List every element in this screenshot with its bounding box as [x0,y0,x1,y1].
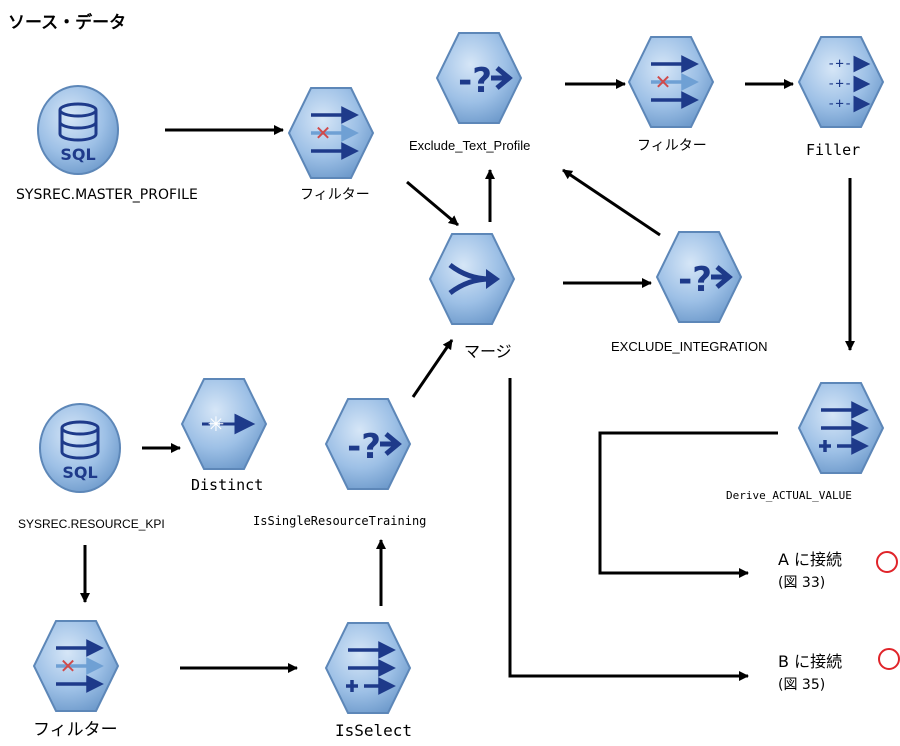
node-label-filter-mid: フィルター [637,138,707,154]
filter-icon: ✕ [32,620,120,712]
filter-icon: ✕ [627,36,715,128]
diagram-title: ソース・データ [8,13,127,33]
node-label-derive-actual: Derive_ACTUAL_VALUE [726,489,852,502]
svg-text:✕: ✕ [315,121,332,145]
sql-database-icon: SQL [39,403,121,493]
node-exclude-text[interactable]: -? [435,30,523,126]
merge-icon [428,233,516,325]
node-filter-mid[interactable]: ✕ [627,34,715,130]
distinct-icon: ✳ [180,378,268,470]
node-exclude-integration[interactable]: -? [655,229,743,325]
derive-icon [324,622,412,714]
derive-icon [797,382,885,474]
node-is-select[interactable] [324,620,412,716]
svg-text:-+-: -+- [827,56,852,72]
sql-database-icon: SQL [37,85,119,175]
node-label-distinct: Distinct [191,476,264,494]
svg-text:✳: ✳ [208,412,225,436]
node-filter-bottom[interactable]: ✕ [32,618,120,714]
node-filler[interactable]: -+- -+- -+- [797,34,885,130]
select-discard-icon: -? [435,32,523,124]
node-sql-resource[interactable]: SQL [36,400,124,496]
arrow-merge-to-b [508,378,749,681]
connector-b: B に接続 (図 35) [778,651,842,696]
connector-b-ref: (図 35) [778,677,826,693]
connector-a: A に接続 (図 33) [778,549,842,594]
connector-a-circle-icon [876,551,898,573]
node-filter-top[interactable]: ✕ [287,85,375,181]
node-label-sql-master: SYSREC.MASTER_PROFILE [16,187,198,203]
node-label-is-single: IsSingleResourceTraining [253,514,427,528]
arrow-filter-to-merge [406,180,459,227]
svg-text:-?: -? [678,260,712,300]
svg-text:SQL: SQL [62,463,97,482]
svg-text:-+-: -+- [827,76,852,92]
svg-text:-?: -? [347,427,381,467]
connector-b-circle-icon [878,648,900,670]
connector-a-label: A に接続 [778,550,843,569]
svg-text:✕: ✕ [60,654,77,678]
node-derive-actual[interactable] [797,380,885,476]
arrow-derive-to-a [598,431,778,578]
node-label-exclude-text: Exclude_Text_Profile [409,138,531,153]
svg-text:-+-: -+- [827,96,852,112]
node-is-single[interactable]: -? [324,396,412,492]
filler-icon: -+- -+- -+- [797,36,885,128]
arrow-issingle-to-merge [411,339,454,398]
node-label-sql-resource: SYSREC.RESOURCE_KPI [18,517,165,531]
node-label-merge: マージ [464,342,512,361]
arrow-integration-to-exclude [562,168,661,237]
node-sql-master[interactable]: SQL [34,82,122,178]
select-discard-icon: -? [324,398,412,490]
node-distinct[interactable]: ✳ [180,376,268,472]
node-label-filter-top: フィルター [300,187,370,203]
node-label-filler: Filler [806,141,861,159]
filter-icon: ✕ [287,87,375,179]
svg-text:-?: -? [458,61,492,101]
select-discard-icon: -? [655,231,743,323]
node-label-is-select: IsSelect [335,721,413,740]
node-label-filter-bottom: フィルター [33,720,118,740]
svg-text:✕: ✕ [655,70,672,94]
node-label-exclude-integration: EXCLUDE_INTEGRATION [611,339,768,354]
connector-a-ref: (図 33) [778,575,826,591]
node-merge[interactable] [428,231,516,327]
svg-text:SQL: SQL [60,145,95,164]
connector-b-label: B に接続 [778,652,843,671]
